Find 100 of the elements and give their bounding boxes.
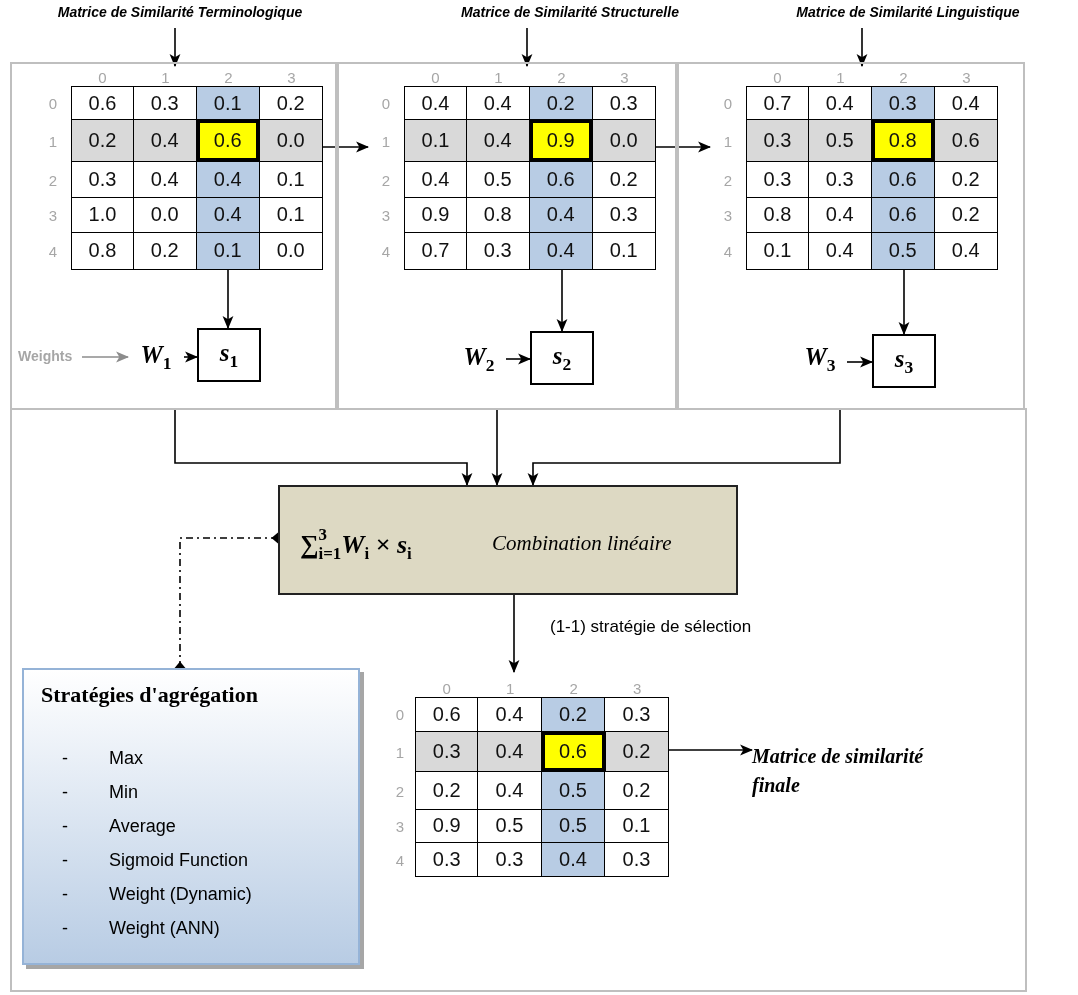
weight-symbol: W$_{2}$	[452, 338, 506, 376]
column-index: 2	[223, 68, 234, 86]
row-index: 3	[394, 817, 406, 837]
matrix-cell: 0.7	[746, 86, 809, 120]
column-index: 1	[160, 68, 171, 86]
row-index: 3	[380, 206, 392, 226]
column-index: 2	[898, 68, 909, 86]
matrix-cell: 0.3	[870, 86, 935, 120]
matrix-cell: 0.6	[933, 118, 998, 162]
arrow	[521, 27, 533, 68]
matrix-cell: 0.3	[604, 841, 669, 877]
row-index: 0	[380, 93, 392, 114]
list-bullet: -	[62, 883, 68, 906]
matrix-cell: 0.6	[71, 86, 134, 120]
list-item: Max	[109, 747, 143, 770]
matrix-cell: 0.0	[258, 118, 323, 162]
score-box: s$_{2}$	[530, 331, 594, 385]
arrow	[81, 351, 130, 363]
matrix-cell: 0.4	[933, 231, 998, 270]
arrow	[846, 356, 874, 368]
row-index: 0	[722, 93, 734, 114]
matrix-cell: 0.1	[746, 231, 809, 270]
score-box: s$_{3}$	[872, 334, 936, 388]
column-index: 2	[556, 68, 567, 86]
matrix-cell: 0.8	[870, 118, 935, 162]
matrix-cell: 0.3	[477, 841, 542, 877]
row-index: 2	[722, 170, 734, 191]
sum-formula: ∑$^{3}$$_{i=1}$W$_{i}$ × s$_{i}$	[300, 524, 412, 557]
panel-heading: Stratégies d'agrégation	[41, 682, 258, 708]
matrix-cell: 0.2	[604, 730, 669, 772]
process-box	[278, 485, 738, 595]
matrix-title: Matrice de Similarité Linguistique	[740, 4, 1076, 28]
panel	[677, 62, 1025, 410]
matrix-cell: 0.1	[591, 231, 656, 270]
row-index: 4	[722, 242, 734, 262]
arrow	[556, 269, 568, 333]
list-bullet: -	[62, 747, 68, 770]
weights-label: Weights	[18, 345, 82, 367]
list-item: Min	[109, 781, 138, 804]
column-index: 3	[619, 68, 630, 86]
matrix-cell: 0.2	[604, 770, 669, 810]
matrix-title: Matrice de Similarité Terminologique	[20, 4, 340, 28]
matrix-cell: 0.0	[591, 118, 656, 162]
arrow	[169, 27, 181, 68]
matrix-cell: 0.6	[415, 697, 479, 732]
arrow	[183, 351, 199, 363]
list-bullet: -	[62, 781, 68, 804]
matrix-cell: 0.4	[404, 86, 467, 120]
list-bullet: -	[62, 815, 68, 838]
list-item: Sigmoid Function	[109, 849, 249, 872]
panel	[337, 62, 677, 410]
row-index: 2	[47, 170, 59, 191]
row-index: 2	[394, 781, 406, 802]
matrix-cell: 0.3	[591, 86, 656, 120]
arrow	[527, 409, 841, 487]
column-index: 0	[441, 679, 452, 697]
arrow	[322, 141, 370, 153]
arrow	[655, 141, 712, 153]
list-bullet: -	[62, 917, 68, 940]
column-index: 0	[430, 68, 441, 86]
matrix-cell: 0.9	[528, 118, 593, 162]
matrix-cell: 0.0	[258, 231, 323, 270]
list-bullet: -	[62, 849, 68, 872]
column-index: 1	[493, 68, 504, 86]
row-index: 2	[380, 170, 392, 191]
arrow	[505, 353, 532, 365]
row-index: 1	[394, 742, 406, 763]
row-index: 0	[47, 93, 59, 114]
row-index: 4	[394, 850, 406, 871]
row-index: 1	[380, 131, 392, 152]
matrix-title: Matrice de Similarité Structurelle	[400, 4, 740, 28]
row-index: 1	[47, 131, 59, 152]
process-label: Combination linéaire	[492, 530, 672, 557]
matrix-cell: 0.8	[71, 231, 134, 270]
matrix-cell: 0.4	[477, 730, 542, 772]
arrow	[174, 409, 473, 487]
weight-symbol: W$_{1}$	[128, 336, 184, 374]
row-index: 3	[722, 206, 734, 226]
matrix-cell: 0.3	[746, 118, 809, 162]
output-label: Matrice de similarité finale	[752, 742, 952, 804]
matrix-cell: 0.2	[71, 118, 134, 162]
list-item: Average	[109, 815, 176, 838]
column-index: 0	[772, 68, 783, 86]
column-index: 1	[835, 68, 846, 86]
matrix-cell: 0.7	[404, 231, 467, 270]
list-item: Weight (ANN)	[109, 917, 220, 940]
matrix-cell: 0.2	[528, 86, 593, 120]
column-index: 0	[97, 68, 108, 86]
matrix-cell: 0.2	[258, 86, 323, 120]
arrow	[508, 594, 520, 674]
weight-symbol: W$_{3}$	[793, 338, 847, 376]
matrix-cell: 0.3	[415, 841, 479, 877]
arrow	[898, 269, 910, 336]
column-index: 1	[505, 679, 516, 697]
score-box: s$_{1}$	[197, 328, 261, 382]
matrix-cell: 0.1	[404, 118, 467, 162]
column-index: 3	[286, 68, 297, 86]
row-index: 0	[394, 705, 406, 725]
row-index: 4	[380, 242, 392, 262]
matrix-cell: 0.6	[540, 730, 606, 772]
